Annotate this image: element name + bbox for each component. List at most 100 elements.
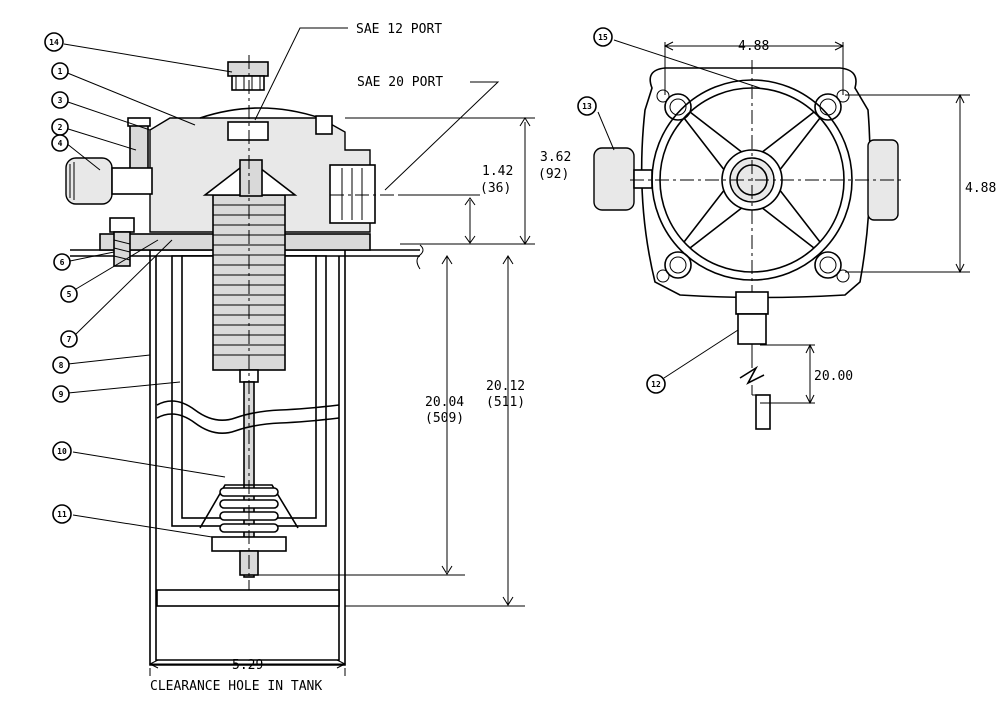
leader-8 <box>67 354 151 365</box>
callout-8: 8 <box>52 356 70 374</box>
leader-11 <box>72 514 213 538</box>
leader-2 <box>64 127 137 151</box>
callout-balloons: 14 1 3 2 4 6 5 7 8 9 10 11 15 13 12 <box>44 27 666 524</box>
dim-2004-lines <box>258 256 465 576</box>
svg-text:13: 13 <box>582 102 592 111</box>
top-leaders <box>597 39 761 379</box>
label-sae12: SAE 12 PORT <box>356 22 442 37</box>
dim-142-value: 1.42 <box>482 164 513 179</box>
right-bolt-head <box>315 115 333 135</box>
svg-text:14: 14 <box>49 38 59 47</box>
dim-2012-mm: (511) <box>486 395 525 410</box>
dim-529-arrows <box>148 659 347 669</box>
top-dimensions <box>663 41 970 405</box>
head-top-arc <box>199 107 321 119</box>
dim-488side-value: 4.88 <box>965 181 996 196</box>
svg-text:2: 2 <box>58 123 63 132</box>
sae12-leader <box>254 27 348 121</box>
dim-2012-value: 20.12 <box>486 379 525 394</box>
sae12-plug-head <box>227 61 269 77</box>
callout-11: 11 <box>52 504 72 524</box>
leader-15 <box>613 39 761 89</box>
dim-142-mm: (36) <box>480 181 511 196</box>
bolt-holes <box>656 89 850 283</box>
gauge-13-body <box>593 147 635 211</box>
bowl-bottom-band <box>156 589 340 607</box>
plug-thread-lines <box>235 76 261 90</box>
dim-2000-value: 20.00 <box>814 369 853 384</box>
bowl-outer <box>149 250 346 666</box>
svg-text:12: 12 <box>651 380 661 389</box>
leader-10 <box>72 451 226 478</box>
top-view <box>593 60 905 430</box>
dim-362-lines <box>345 117 535 245</box>
gauge-stem <box>111 167 153 195</box>
dim-142-arrows <box>464 197 476 244</box>
callout-13: 13 <box>577 96 597 116</box>
leader-3 <box>64 100 151 131</box>
dim-362-mm: (92) <box>538 167 569 182</box>
callout-2: 2 <box>51 118 69 136</box>
break-wave-1 <box>156 400 340 421</box>
label-sae20: SAE 20 PORT <box>357 75 443 90</box>
dim-2000-arrows <box>805 343 815 405</box>
callout-10: 10 <box>52 441 72 461</box>
dim-488top-value: 4.88 <box>738 39 769 54</box>
dim-529-lines <box>149 663 346 676</box>
break-wave-2 <box>156 413 340 434</box>
drain-plug-head <box>109 217 135 233</box>
leader-12 <box>663 329 739 379</box>
svg-text:4: 4 <box>58 139 63 148</box>
sensor-connector <box>755 394 771 430</box>
tank-break-mark <box>416 244 424 270</box>
sensor-body <box>737 313 767 345</box>
sensor-nut <box>735 291 769 315</box>
label-clearance: CLEARANCE HOLE IN TANK <box>150 679 322 694</box>
leader-1 <box>64 71 196 126</box>
sae12-port-opening <box>227 121 269 141</box>
dim-488top-lines <box>664 42 844 95</box>
leader-7 <box>74 239 173 336</box>
dim-2004-arrows <box>441 255 453 575</box>
dim-142-lines <box>400 194 480 245</box>
leader-6 <box>69 251 115 262</box>
sae20-leader <box>384 81 500 191</box>
callout-14: 14 <box>44 32 64 52</box>
leader-14 <box>63 43 233 73</box>
svg-text:8: 8 <box>59 361 64 370</box>
drain-plug-threads <box>113 239 131 261</box>
svg-text:15: 15 <box>598 33 608 42</box>
callout-4: 4 <box>51 134 69 152</box>
gauge-ribs <box>69 162 75 200</box>
bowl-inner <box>155 256 340 661</box>
svg-text:3: 3 <box>58 96 63 105</box>
gauge-13-stem <box>633 169 653 189</box>
gauge-body <box>65 157 113 205</box>
dim-362-arrows <box>519 117 531 245</box>
dim-2004-value: 20.04 <box>425 395 464 410</box>
side-leaders <box>63 27 500 538</box>
side-dimensions <box>148 117 535 676</box>
svg-text:1: 1 <box>58 67 63 76</box>
bypass-stem-top <box>239 159 263 197</box>
svg-text:6: 6 <box>60 258 65 267</box>
dim-2012-lines <box>345 256 525 607</box>
callout-1: 1 <box>51 62 69 80</box>
dim-2012-arrows <box>502 255 514 606</box>
left-bolt-head <box>127 117 151 127</box>
callout-12: 12 <box>646 374 666 394</box>
svg-text:5: 5 <box>67 290 72 299</box>
svg-text:10: 10 <box>57 447 67 456</box>
dim-2000-lines <box>760 344 815 404</box>
top-housing-outline <box>640 67 872 299</box>
callout-15: 15 <box>593 27 613 47</box>
wire-break <box>739 365 765 385</box>
dim-362-value: 3.62 <box>540 150 571 165</box>
leader-5 <box>75 239 159 290</box>
callout-7: 7 <box>60 330 78 348</box>
leader-4 <box>65 142 101 171</box>
side-section-view <box>65 55 480 666</box>
sae12-plug-thread <box>231 75 265 91</box>
text-labels: SAE 12 PORT SAE 20 PORT CLEARANCE HOLE I… <box>150 22 996 694</box>
